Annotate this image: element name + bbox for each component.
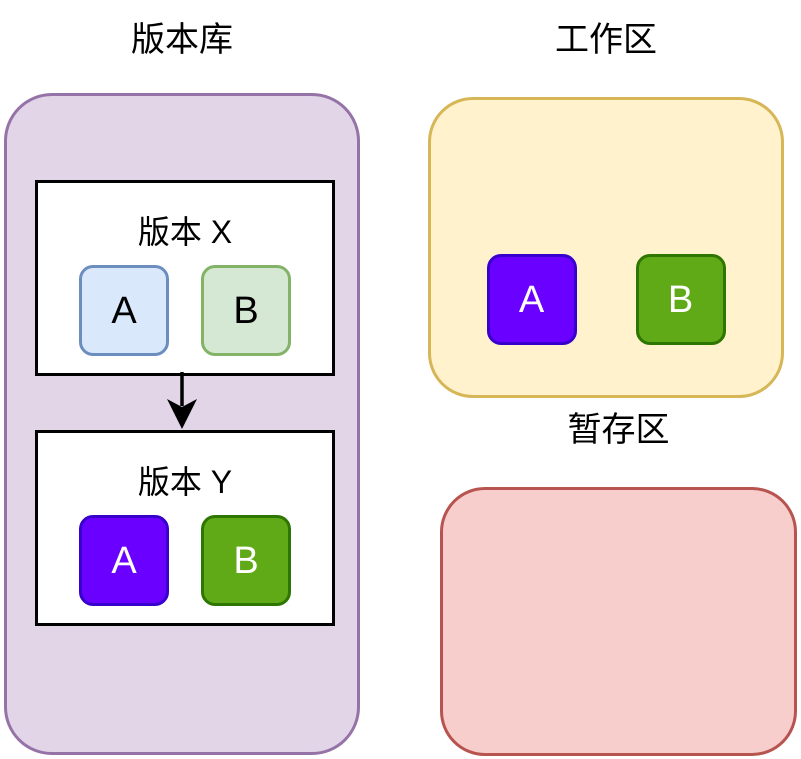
version-y-files-row: A B <box>38 515 332 606</box>
working-area-container: A B <box>428 97 784 398</box>
repository-title: 版本库 <box>131 21 233 59</box>
working-area-files-row: A B <box>431 254 781 345</box>
version-x-box: 版本 X A B <box>35 180 335 376</box>
working-area-file-a: A <box>486 254 577 345</box>
staging-area-title: 暂存区 <box>567 411 670 449</box>
version-y-box: 版本 Y A B <box>35 430 335 626</box>
version-y-label: 版本 Y <box>137 464 233 500</box>
version-x-file-a: A <box>79 265 169 356</box>
version-x-files-row: A B <box>38 265 332 356</box>
version-x-label: 版本 X <box>137 214 233 250</box>
version-y-file-b: B <box>201 515 291 606</box>
version-x-file-b: B <box>201 265 291 356</box>
staging-area-container <box>440 487 797 756</box>
version-y-file-a: A <box>79 515 169 606</box>
working-area-title: 工作区 <box>555 21 657 59</box>
repository-container: 版本 X A B 版本 Y A B <box>4 93 360 755</box>
working-area-file-b: B <box>635 254 726 345</box>
version-x-to-y-arrow-icon <box>167 372 197 429</box>
